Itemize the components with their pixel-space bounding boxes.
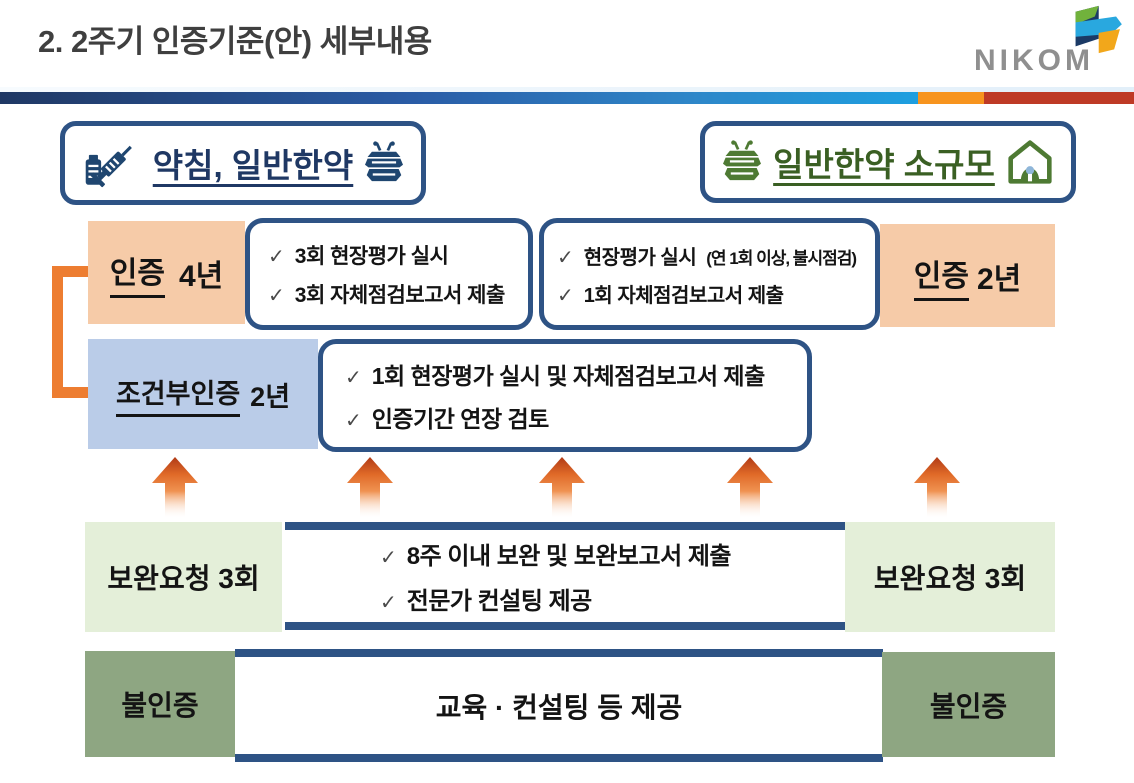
check-icon: ✓ [557, 284, 574, 307]
badge-supplement-left: 보완요청 3회 [85, 522, 282, 632]
bullet-text: 3회 현장평가 실시 [294, 244, 449, 268]
check-icon: ✓ [380, 547, 397, 569]
herb-bundle-icon-navy [365, 141, 404, 182]
badge-conditional-2y: 조건부인증 2년 [88, 339, 318, 449]
check-icon: ✓ [380, 592, 397, 614]
badge-rejection-right: 불인증 [882, 652, 1055, 757]
header-rule-red [984, 92, 1134, 104]
bullets-certified-4y: ✓ 3회 현장평가 실시 ✓ 3회 자체점검보고서 제출 [245, 218, 533, 330]
check-icon: ✓ [345, 367, 362, 389]
badge-rejection-left: 불인증 [85, 651, 235, 757]
check-icon: ✓ [268, 284, 285, 307]
bullet-item: ✓ 1회 자체점검보고서 제출 [557, 279, 875, 308]
up-arrow-icon [152, 457, 198, 519]
bullet-text: 1회 현장평가 실시 및 자체점검보고서 제출 [371, 363, 765, 389]
syringe-icon [85, 145, 132, 188]
link-bracket [52, 266, 90, 398]
nikom-ribbon-icon [1075, 5, 1122, 54]
bullets-supplement: ✓ 8주 이내 보완 및 보완보고서 제출 ✓ 전문가 컨설팅 제공 [285, 522, 845, 630]
bullet-note: (연 1회 이상, 불시점검) [706, 248, 857, 268]
badge-certified-4y: 인증 4년 [88, 221, 245, 324]
rejection-support-box: 교육 · 컨설팅 등 제공 [235, 649, 883, 762]
bullet-item: ✓ 1회 현장평가 실시 및 자체점검보고서 제출 [345, 357, 807, 391]
category-pill-pharmacopuncture: 약침, 일반한약 [60, 121, 426, 205]
house-icon [1008, 140, 1052, 184]
badge-term: 인증 [913, 251, 969, 301]
category-label-small-scale: 일반한약 소규모 [773, 146, 995, 183]
check-icon: ✓ [268, 245, 285, 268]
bullet-item: ✓ 전문가 컨설팅 제공 [380, 581, 845, 616]
bullet-text: 3회 자체점검보고서 제출 [294, 283, 506, 307]
bullets-conditional: ✓ 1회 현장평가 실시 및 자체점검보고서 제출 ✓ 인증기간 연장 검토 [318, 339, 812, 452]
check-icon: ✓ [345, 410, 362, 432]
up-arrow-icon [347, 457, 393, 519]
bullet-text: 인증기간 연장 검토 [371, 406, 550, 432]
up-arrow-icon [539, 457, 585, 519]
badge-duration: 2년 [976, 262, 1022, 296]
herb-bundle-icon-green [723, 140, 762, 181]
bullet-item: ✓ 3회 현장평가 실시 [268, 240, 528, 270]
badge-term: 조건부인증 [115, 372, 241, 417]
badge-certified-2y: 인증 2년 [880, 224, 1055, 327]
nikom-logo: NIKOM [968, 2, 1128, 84]
bullets-certified-2y: ✓ 현장평가 실시 (연 1회 이상, 불시점검) ✓ 1회 자체점검보고서 제… [539, 218, 880, 330]
header-rule-highlight [0, 87, 1134, 92]
bullet-item: ✓ 3회 자체점검보고서 제출 [268, 279, 528, 309]
up-arrow-icon [914, 457, 960, 519]
badge-duration: 4년 [178, 259, 224, 293]
check-icon: ✓ [557, 246, 574, 269]
bullet-text: 1회 자체점검보고서 제출 [583, 284, 784, 307]
bullet-text: 8주 이내 보완 및 보완보고서 제출 [406, 543, 732, 570]
bullet-text: 현장평가 실시 [583, 246, 697, 269]
page-title: 2. 2주기 인증기준(안) 세부내용 [38, 24, 432, 59]
up-arrow-icon [727, 457, 773, 519]
bullet-item: ✓ 현장평가 실시 (연 1회 이상, 불시점검) [557, 241, 875, 270]
category-label-pharmacopuncture: 약침, 일반한약 [152, 147, 354, 184]
bullet-item: ✓ 인증기간 연장 검토 [345, 400, 807, 434]
category-pill-small-scale: 일반한약 소규모 [700, 121, 1076, 203]
header-rule-orange [918, 92, 984, 104]
bullet-item: ✓ 8주 이내 보완 및 보완보고서 제출 [380, 536, 845, 571]
rejection-support-label: 교육 · 컨설팅 등 제공 [435, 691, 683, 723]
nikom-logo-text: NIKOM [974, 44, 1094, 77]
header-rule-blue [0, 92, 918, 104]
badge-supplement-right: 보완요청 3회 [845, 522, 1055, 632]
badge-duration: 2년 [250, 381, 291, 412]
bullet-text: 전문가 컨설팅 제공 [406, 588, 592, 615]
badge-term: 인증 [109, 248, 165, 298]
